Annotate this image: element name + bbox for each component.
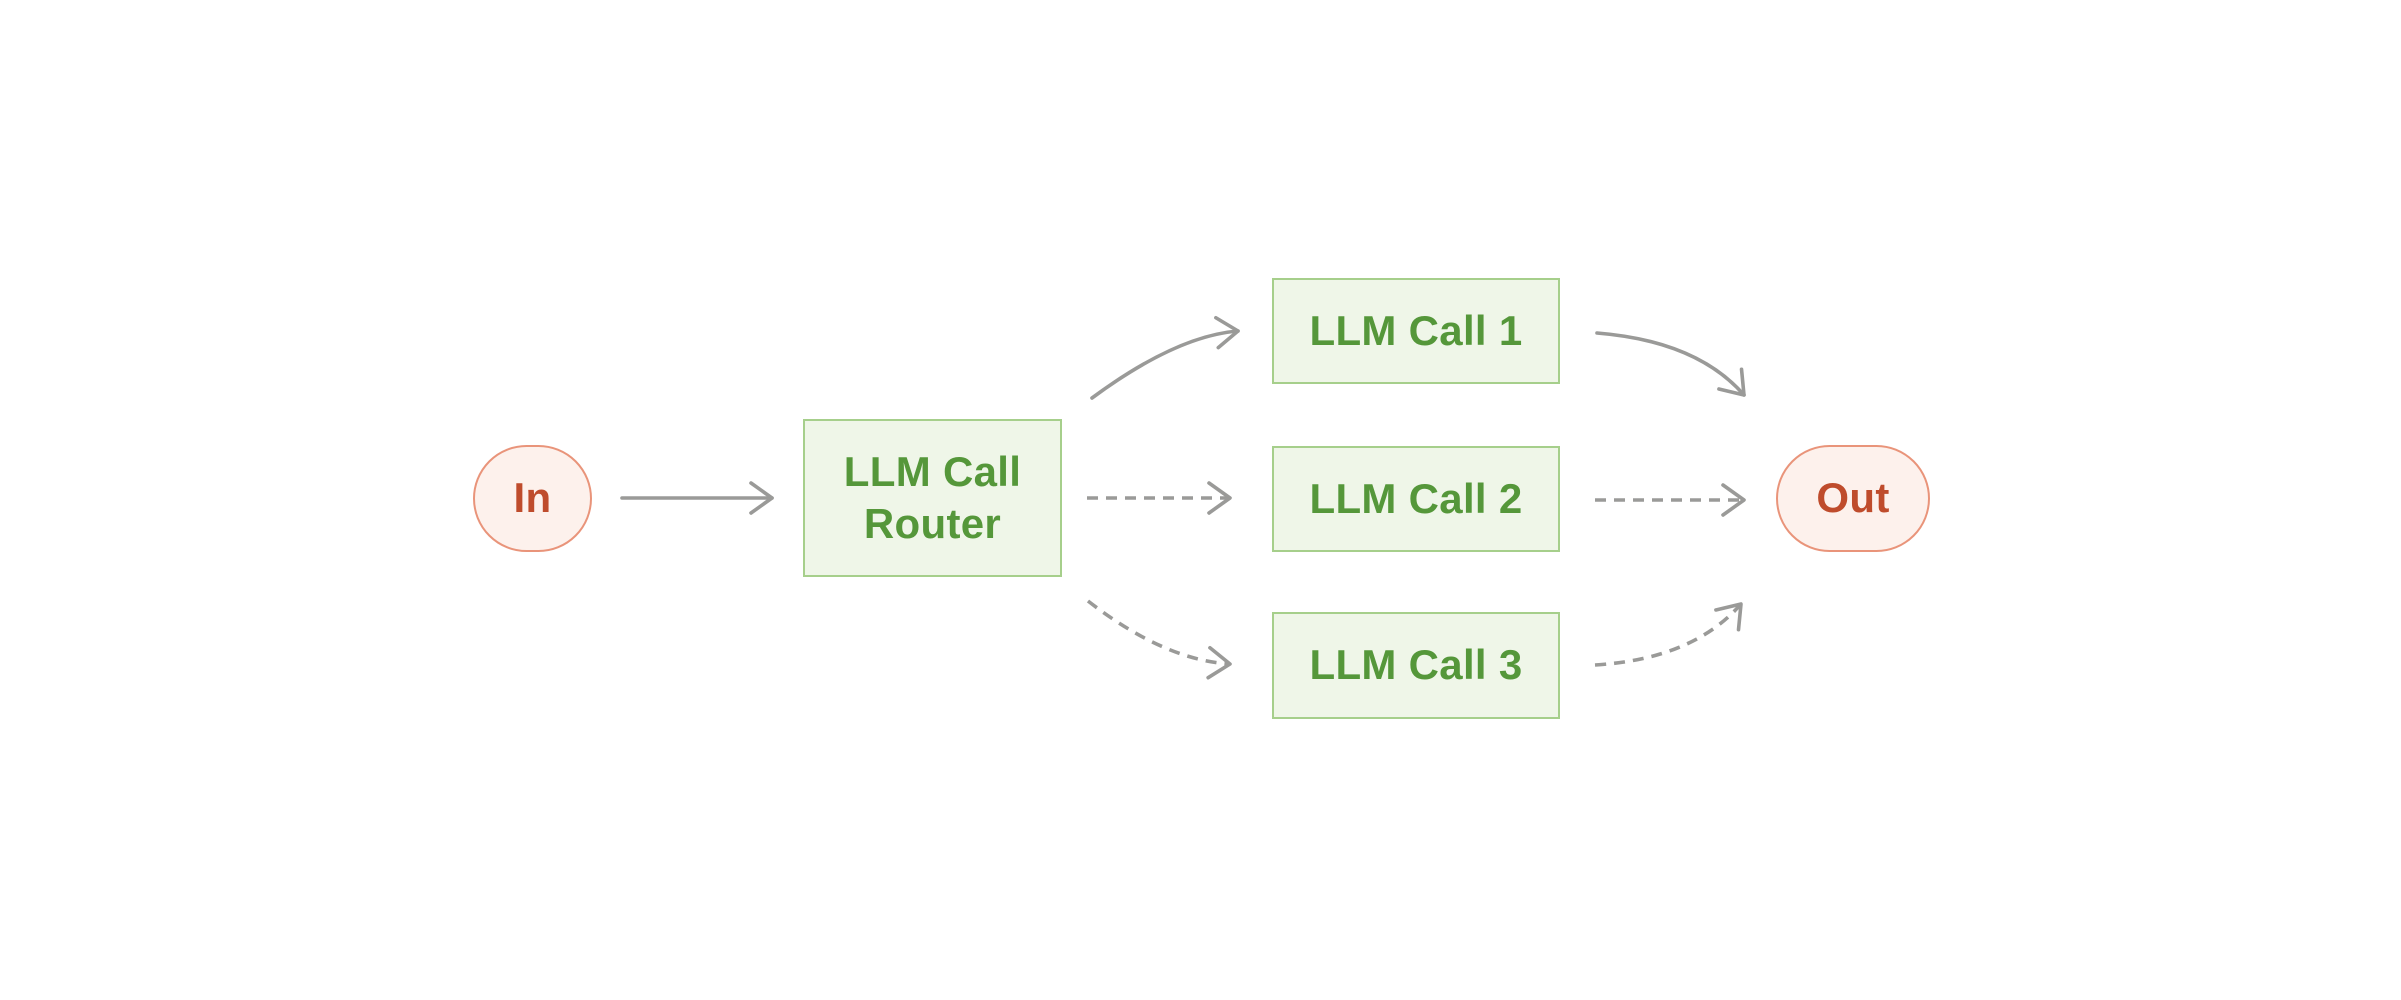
node-router-label-line1: LLM Call bbox=[843, 447, 1022, 495]
node-in: In bbox=[473, 445, 592, 552]
edge-router-to-call1-arrow bbox=[1090, 315, 1240, 400]
node-llm-call-1: LLM Call 1 bbox=[1272, 278, 1560, 384]
node-router-label-line2: Router bbox=[863, 500, 1002, 547]
node-llm-call-router: LLM Call Router bbox=[803, 419, 1062, 577]
node-out-label: Out bbox=[1816, 474, 1890, 522]
node-llm-call-2: LLM Call 2 bbox=[1272, 446, 1560, 552]
node-llm-call-3-label: LLM Call 3 bbox=[1309, 641, 1523, 689]
node-llm-call-1-label: LLM Call 1 bbox=[1309, 306, 1523, 354]
node-out: Out bbox=[1776, 445, 1930, 552]
edge-call1-to-out-arrow bbox=[1595, 331, 1746, 397]
node-llm-call-3: LLM Call 3 bbox=[1272, 612, 1560, 719]
edge-router-to-call3-arrow bbox=[1086, 599, 1232, 680]
node-llm-call-2-label: LLM Call 2 bbox=[1309, 474, 1523, 522]
edge-call3-to-out-arrow bbox=[1594, 602, 1743, 667]
node-in-label: In bbox=[513, 474, 552, 522]
